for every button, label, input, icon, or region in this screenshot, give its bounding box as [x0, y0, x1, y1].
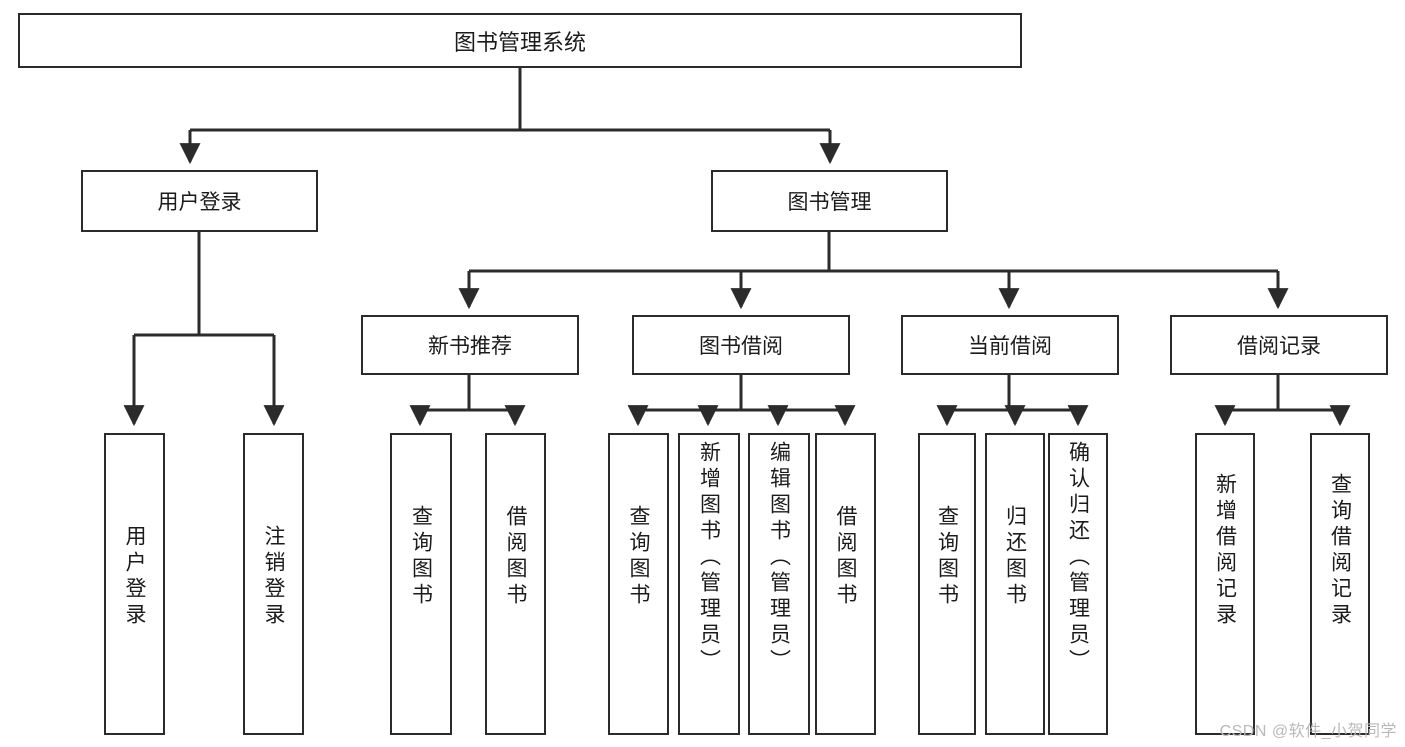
- leaf-return-book[interactable]: 归还图书: [985, 433, 1045, 735]
- leaf-add-book-admin-label: 新增图书（管理员）: [697, 441, 721, 675]
- node-borrow-record[interactable]: 借阅记录: [1170, 315, 1388, 375]
- leaf-logout-label: 注销登录: [262, 525, 285, 629]
- leaf-add-borrow-record-label: 新增借阅记录: [1213, 473, 1237, 629]
- node-user-login[interactable]: 用户登录: [81, 170, 318, 232]
- leaf-return-book-label: 归还图书: [1003, 505, 1027, 609]
- leaf-confirm-return-admin-label: 确认归还（管理员）: [1066, 441, 1090, 675]
- node-book-management[interactable]: 图书管理: [711, 170, 948, 232]
- node-book-management-label: 图书管理: [787, 191, 872, 214]
- leaf-query-book-recommend[interactable]: 查询图书: [390, 433, 452, 735]
- node-new-book-recommend-label: 新书推荐: [428, 335, 512, 358]
- node-book-borrow[interactable]: 图书借阅: [632, 315, 850, 375]
- leaf-query-book-current[interactable]: 查询图书: [918, 433, 976, 735]
- node-current-borrow-label: 当前借阅: [968, 335, 1052, 358]
- leaf-add-book-admin[interactable]: 新增图书（管理员）: [678, 433, 740, 735]
- leaf-borrow-book-label: 借阅图书: [834, 505, 857, 609]
- leaf-logout[interactable]: 注销登录: [243, 433, 304, 735]
- leaf-user-login-label: 用户登录: [123, 525, 146, 629]
- node-borrow-record-label: 借阅记录: [1237, 335, 1321, 358]
- watermark: CSDN @软件_小贺同学: [1219, 723, 1397, 740]
- leaf-edit-book-admin-label: 编辑图书（管理员）: [767, 441, 791, 675]
- leaf-confirm-return-admin[interactable]: 确认归还（管理员）: [1048, 433, 1108, 735]
- leaf-user-login[interactable]: 用户登录: [104, 433, 165, 735]
- node-root-label: 图书管理系统: [453, 29, 586, 55]
- leaf-borrow-book-recommend-label: 借阅图书: [504, 505, 527, 609]
- node-user-login-label: 用户登录: [157, 191, 242, 214]
- leaf-query-book-borrow-label: 查询图书: [627, 505, 650, 609]
- leaf-borrow-book-recommend[interactable]: 借阅图书: [485, 433, 546, 735]
- node-new-book-recommend[interactable]: 新书推荐: [361, 315, 579, 375]
- leaf-query-book-recommend-label: 查询图书: [409, 505, 433, 609]
- leaf-borrow-book[interactable]: 借阅图书: [815, 433, 876, 735]
- node-root[interactable]: 图书管理系统: [18, 13, 1022, 68]
- leaf-query-book-borrow[interactable]: 查询图书: [608, 433, 669, 735]
- node-current-borrow[interactable]: 当前借阅: [901, 315, 1119, 375]
- leaf-query-book-current-label: 查询图书: [935, 505, 959, 609]
- node-book-borrow-label: 图书借阅: [699, 335, 783, 358]
- leaf-add-borrow-record[interactable]: 新增借阅记录: [1195, 433, 1255, 735]
- leaf-edit-book-admin[interactable]: 编辑图书（管理员）: [748, 433, 810, 735]
- leaf-query-borrow-record-label: 查询借阅记录: [1328, 473, 1352, 629]
- leaf-query-borrow-record[interactable]: 查询借阅记录: [1310, 433, 1370, 735]
